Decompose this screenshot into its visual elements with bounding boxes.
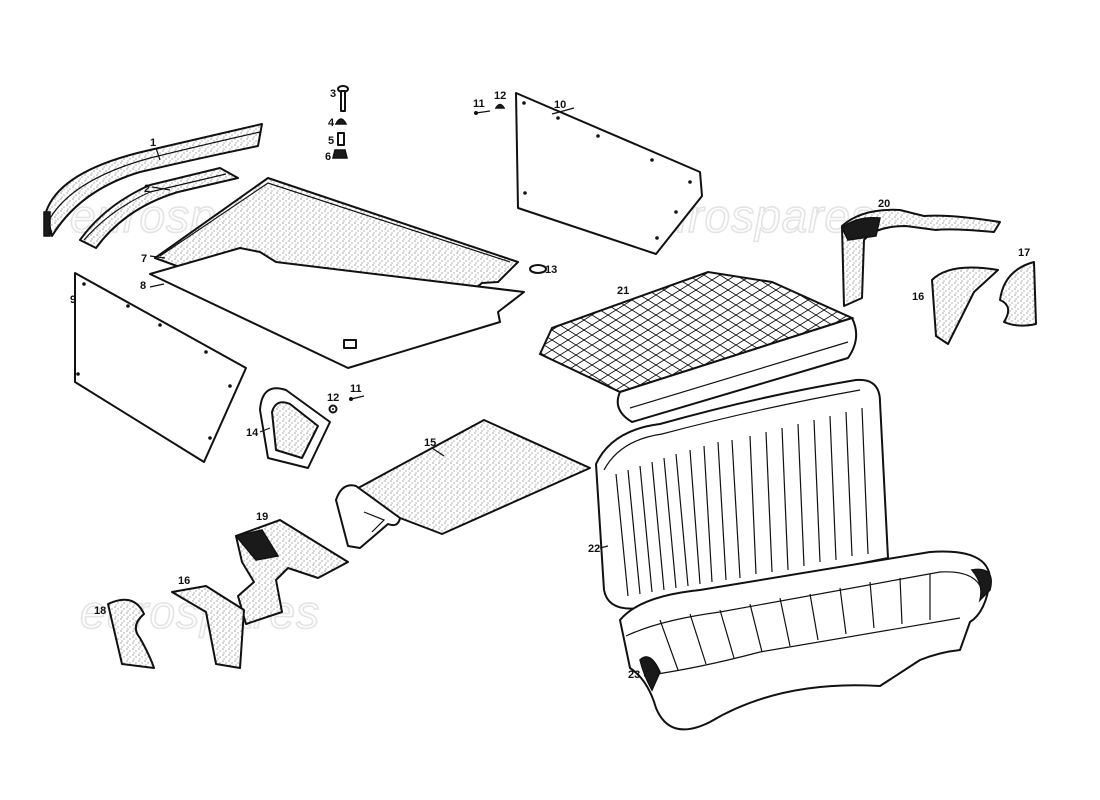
callout-23: 23 [628, 669, 640, 681]
callout-11-mid: 11 [350, 383, 362, 395]
callout-13: 13 [545, 264, 557, 276]
part-11-screw-top [474, 110, 491, 115]
seat-cushion-pleats [659, 574, 931, 671]
callout-22: 22 [588, 543, 600, 555]
callout-3: 3 [330, 88, 336, 100]
part-10-bulkhead-panel [515, 92, 703, 255]
callout-16-right: 16 [912, 291, 924, 303]
part-3-bolt [337, 85, 349, 112]
callout-12-mid: 12 [327, 392, 339, 404]
callout-20: 20 [878, 198, 890, 210]
part-12-clip-top [494, 103, 506, 109]
callout-21: 21 [617, 285, 629, 297]
callout-labels: 1 2 3 4 5 6 7 8 9 10 11 12 13 11 12 14 1… [70, 88, 1030, 681]
callout-9: 9 [70, 294, 76, 306]
callout-18: 18 [94, 605, 106, 617]
part-21-quilted-seat-base [538, 270, 858, 423]
callout-12-top: 12 [494, 90, 506, 102]
part-14-corner-trim [259, 387, 331, 469]
part-12-washer-mid [328, 404, 338, 414]
callout-15: 15 [424, 437, 436, 449]
part-16-arch-panel-left [171, 585, 245, 669]
callout-7: 7 [141, 253, 147, 265]
part-2-trim-panel [79, 167, 239, 249]
callout-17: 17 [1018, 247, 1030, 259]
callout-10: 10 [554, 99, 566, 111]
callout-16-left: 16 [178, 575, 190, 587]
callout-4: 4 [328, 117, 335, 129]
part-8-floor-mat [149, 247, 525, 369]
callout-8: 8 [140, 280, 146, 292]
part-22-seat-back [595, 378, 889, 610]
part-16-arch-panel-right [931, 266, 999, 345]
part-13-plug [529, 264, 547, 274]
callout-leaders [149, 107, 651, 673]
part-23-seat-cushion [619, 550, 992, 731]
callout-6: 6 [325, 151, 331, 163]
part-18-arch-panel [107, 598, 155, 669]
part-11-screw-mid [349, 395, 365, 401]
callout-1: 1 [150, 137, 156, 149]
part-20-trim-strip [841, 208, 1001, 307]
callout-14: 14 [246, 427, 259, 439]
part-19-wheel-arch-trim [234, 519, 349, 625]
callout-11-top: 11 [473, 98, 485, 110]
part-5-spacer [337, 132, 345, 146]
callout-2: 2 [144, 183, 150, 195]
part-1-shelf-strip [43, 123, 263, 237]
part-6-nut [332, 149, 348, 159]
part-15-tunnel-carpet [335, 419, 591, 549]
callout-19: 19 [256, 511, 268, 523]
part-9-side-panel [74, 272, 247, 463]
part-4-grommet [334, 118, 348, 125]
part-17-arch-panel [999, 261, 1037, 327]
seat-back-pleats [615, 407, 869, 597]
callout-5: 5 [328, 135, 334, 147]
